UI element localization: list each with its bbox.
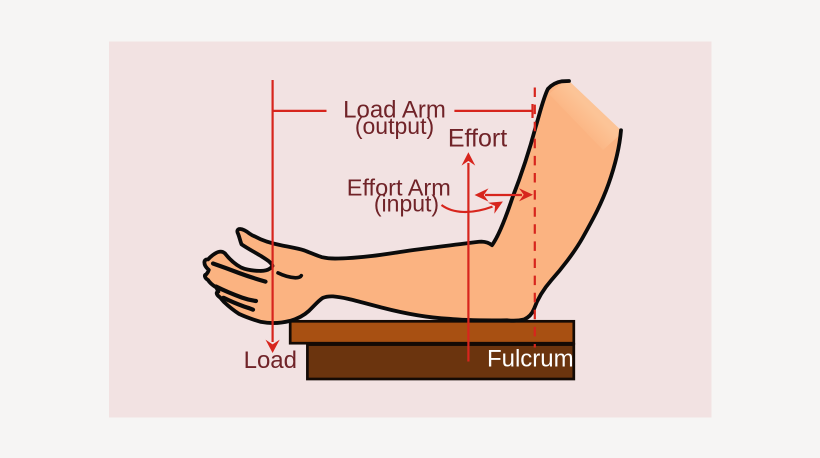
svg-text:Load: Load [244, 347, 297, 374]
svg-text:Effort: Effort [448, 124, 507, 152]
svg-text:Effort Arm: Effort Arm [347, 174, 451, 200]
svg-text:(input): (input) [374, 191, 439, 217]
svg-text:Fulcrum: Fulcrum [487, 346, 574, 373]
svg-text:(output): (output) [355, 113, 434, 139]
svg-text:Load Arm: Load Arm [343, 97, 446, 124]
